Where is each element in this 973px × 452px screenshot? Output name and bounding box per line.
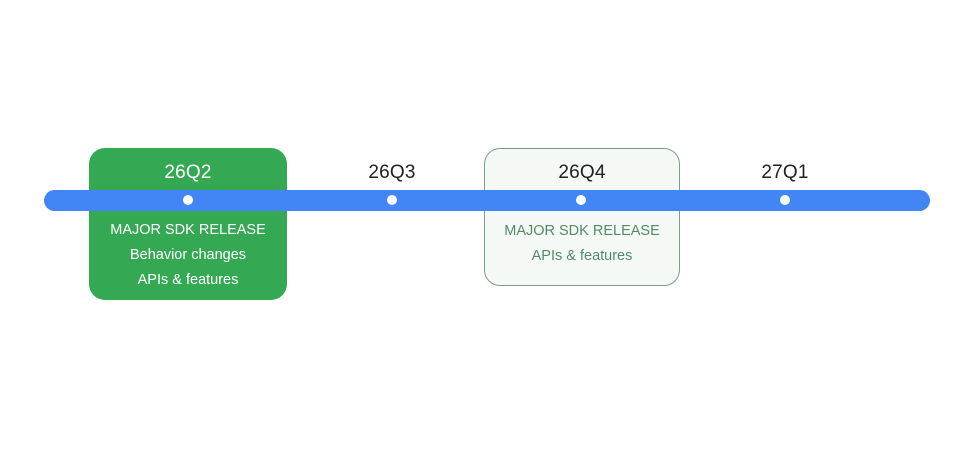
milestone-dot[interactable]	[387, 195, 397, 205]
milestone-dot[interactable]	[576, 195, 586, 205]
timeline-milestone-card[interactable]: 26Q3	[322, 148, 462, 192]
milestone-detail-list: MAJOR SDK RELEASE APIs & features	[485, 219, 679, 269]
milestone-quarter-label: 26Q2	[164, 162, 212, 183]
milestone-quarter-label: 26Q3	[368, 162, 416, 183]
milestone-detail-line: Behavior changes	[129, 247, 247, 263]
milestone-quarter-label: 27Q1	[761, 162, 809, 183]
milestone-dot[interactable]	[780, 195, 790, 205]
milestone-detail-line: MAJOR SDK RELEASE	[504, 223, 660, 239]
milestone-dot[interactable]	[183, 195, 193, 205]
timeline-milestone-card[interactable]: 27Q1	[715, 148, 855, 192]
milestone-detail-line: APIs & features	[531, 248, 633, 264]
milestone-quarter-label: 26Q4	[558, 162, 606, 183]
milestone-detail-line: APIs & features	[137, 272, 239, 288]
timeline-bar	[44, 190, 930, 211]
milestone-detail-line: MAJOR SDK RELEASE	[110, 222, 266, 238]
